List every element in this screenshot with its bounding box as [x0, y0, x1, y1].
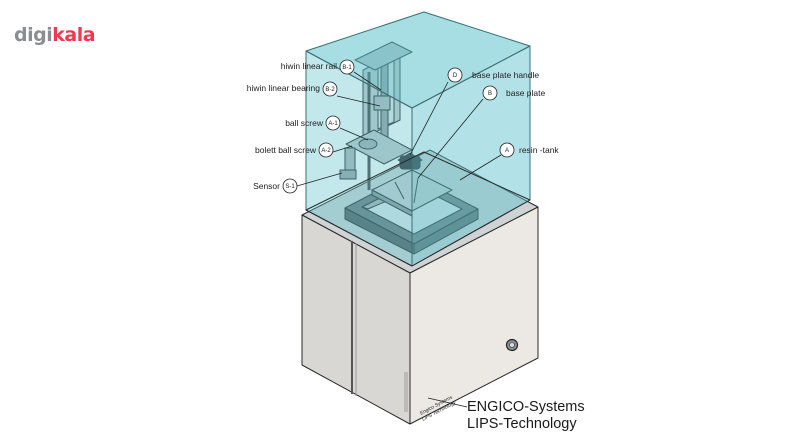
leader-b1: [353, 71, 382, 91]
tag-b-circle: [482, 85, 498, 101]
tag-b-text: B: [488, 91, 492, 97]
handle-knob: [399, 155, 421, 170]
leader-b: [417, 98, 484, 179]
linear-bearing-block: [373, 95, 391, 111]
callout-labels: hiwin linear rail hiwin linear bearing b…: [247, 61, 560, 191]
label-resin-tank: resin -tank: [519, 145, 559, 155]
tag-a2-circle: [318, 142, 334, 158]
label-base-plate-handle: base plate handle: [472, 70, 539, 80]
tag-a-text: A: [505, 148, 509, 154]
tag-s1-circle: [282, 178, 298, 194]
leader-s1: [296, 172, 343, 187]
label-hiwin-linear-bearing: hiwin linear bearing: [247, 83, 321, 93]
cover-base-rim: [305, 151, 531, 267]
logo-part-digi: digi: [14, 24, 53, 46]
tag-a1-circle: [325, 115, 341, 131]
tag-d-circle: [447, 67, 463, 83]
sensor-block: [339, 169, 357, 180]
transparent-cover: [305, 11, 531, 267]
tag-b1-text: B-1: [342, 65, 352, 71]
leader-a1: [339, 127, 369, 141]
tag-b2-circle: [322, 81, 338, 97]
label-sensor: Sensor: [253, 181, 280, 191]
tag-b1-circle: [339, 59, 355, 75]
digikala-logo: digikala: [14, 24, 96, 46]
tag-a2-text: A-2: [321, 148, 331, 154]
leader-brand: [427, 397, 468, 408]
housing-right-face: [409, 206, 539, 425]
tank-frame-side-r: [413, 208, 479, 255]
printer-base-housing: [301, 149, 539, 425]
label-base-plate: base plate: [506, 88, 545, 98]
tag-b2-text: B-2: [325, 87, 335, 93]
callout-tags: [282, 59, 515, 194]
ball-screw-nut: [358, 138, 378, 150]
label-ball-screw: ball screw: [285, 118, 324, 128]
label-bolett-ball-screw: bolett ball screw: [255, 145, 317, 155]
brand-line-1: ENGICO-Systems: [467, 399, 585, 415]
vent-slot-1: [404, 372, 408, 412]
tag-d-text: D: [453, 73, 458, 79]
tag-s1-text: S-1: [285, 184, 295, 190]
leader-a: [459, 154, 502, 181]
brand-line-2: LIPS-Technology: [467, 416, 577, 432]
plate-support-1: [394, 181, 405, 200]
callout-tag-texts: B-1 B-2 A-1 A-2 S-1 D B A: [285, 65, 509, 190]
leader-lines: [296, 71, 502, 408]
leader-a2: [332, 145, 353, 153]
logo-part-kala: kala: [52, 24, 96, 46]
label-hiwin-linear-rail: hiwin linear rail: [281, 61, 337, 71]
leader-b2: [336, 95, 381, 107]
tag-a-circle: [499, 142, 515, 158]
tag-a1-text: A-1: [328, 121, 338, 127]
plate-support-2: [413, 177, 419, 204]
power-button-ring: [509, 342, 515, 348]
leader-d: [409, 81, 449, 156]
